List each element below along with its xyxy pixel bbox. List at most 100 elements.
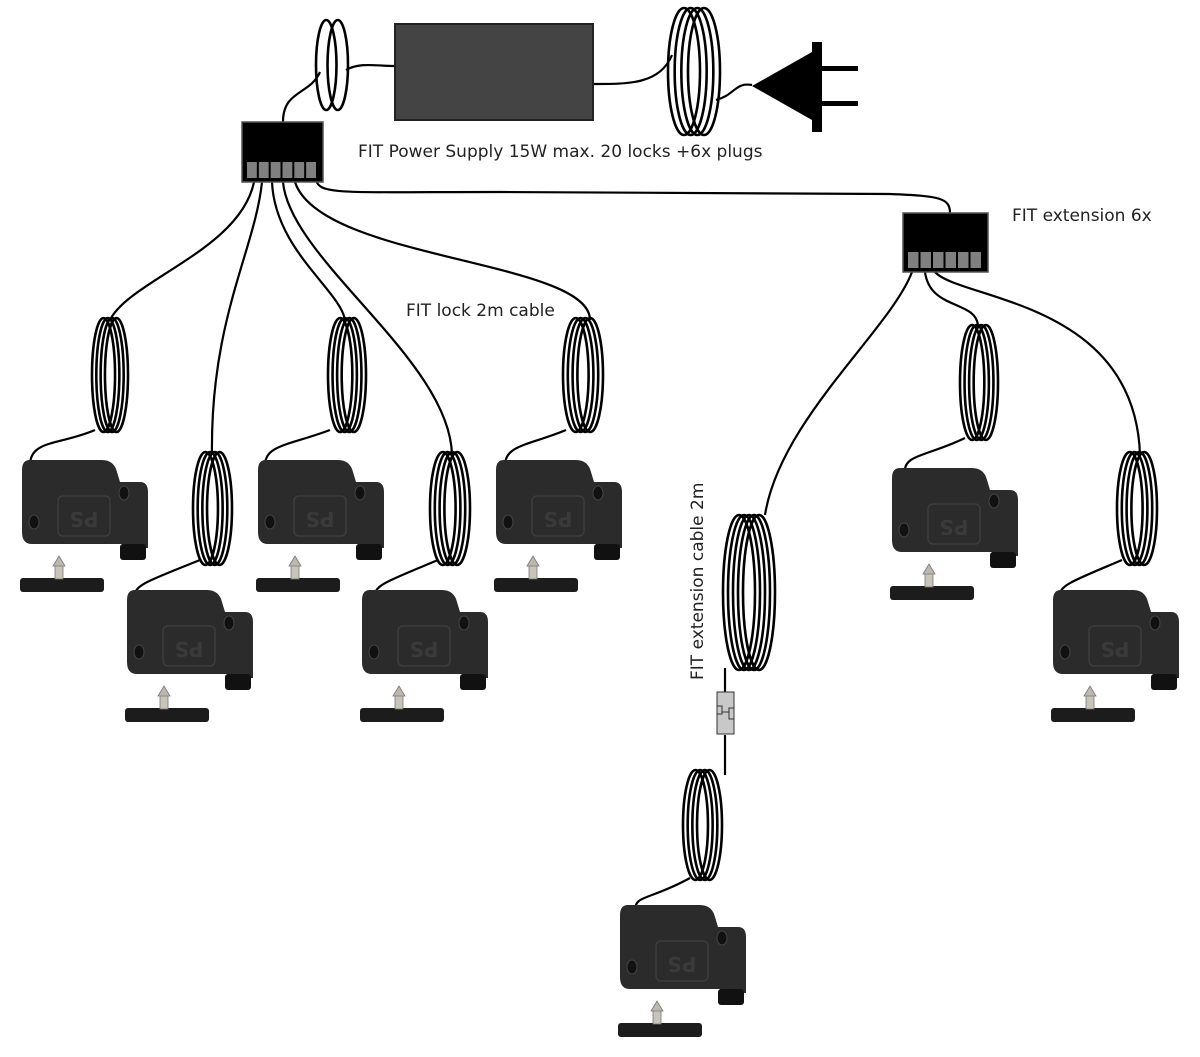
lock-bolt (990, 552, 1016, 568)
cable-coil (428, 450, 472, 567)
cable (133, 558, 201, 596)
coil-loop (958, 323, 986, 442)
lock-led (716, 930, 728, 946)
cable (263, 428, 331, 466)
lock-bolt (356, 544, 382, 560)
coil-loop (99, 316, 125, 434)
cable (934, 271, 1142, 456)
coil-loop (695, 768, 724, 882)
coil-loop (428, 450, 457, 567)
cable (903, 437, 966, 471)
lock-led (354, 485, 366, 501)
lock: PS (494, 460, 622, 592)
hub-port (294, 162, 305, 178)
lock-body (22, 460, 148, 548)
strike-plate (890, 586, 974, 600)
power-supply-hub (241, 121, 324, 183)
coil-loop (201, 450, 229, 567)
coil-loop (561, 316, 590, 434)
coil-loop (103, 316, 130, 434)
lock-led (592, 485, 604, 501)
strike-pin-tip (288, 555, 302, 567)
coil-loop (326, 18, 350, 112)
lock-logo: PS (69, 507, 98, 531)
cable-coil (681, 768, 724, 882)
cable (210, 181, 264, 456)
cable (373, 558, 439, 596)
cable (763, 271, 914, 516)
connector-latch (716, 705, 723, 715)
lock-bolt (718, 989, 744, 1005)
plug-prong (820, 101, 858, 106)
coil-loop (443, 450, 472, 567)
strike-pin-tip (157, 685, 171, 697)
coil-loop (576, 316, 605, 434)
cable-coil (191, 450, 234, 567)
lock: PS (890, 468, 1018, 600)
lock-body (258, 460, 384, 548)
coil-loop (686, 768, 714, 882)
cable (281, 71, 322, 123)
cable (293, 181, 592, 321)
hub-port (945, 252, 956, 268)
lock-body (620, 905, 746, 993)
lock-logo-frame (531, 495, 585, 537)
extension-hub (902, 212, 989, 273)
strike-plate (125, 708, 209, 722)
coil-loop (963, 323, 991, 442)
hub-port (270, 162, 281, 178)
strike-pin-tip (650, 1000, 664, 1012)
lock-bolt (225, 674, 251, 690)
power-supply-unit (394, 23, 594, 121)
lock-led (1059, 644, 1071, 660)
plug-body (752, 42, 822, 132)
extension-connector (716, 691, 735, 735)
cable (345, 63, 396, 71)
cable (270, 181, 347, 321)
cable-coil (721, 513, 777, 672)
coil-loop (196, 450, 224, 567)
hub-port (970, 252, 981, 268)
coil-loop (566, 316, 595, 434)
strike-plate (1051, 708, 1135, 722)
cable-coil (90, 316, 130, 434)
coil-loop (967, 323, 995, 442)
lock-logo: PS (543, 507, 572, 531)
coil-loop (314, 18, 338, 112)
cable (109, 181, 256, 321)
lock: PS (618, 905, 746, 1037)
strike-pin-tip (52, 555, 66, 567)
lock-logo-frame (57, 495, 111, 537)
coil-loop (681, 768, 710, 882)
strike-pin-tip (922, 563, 936, 575)
lock: PS (125, 590, 253, 722)
hub-port (306, 162, 316, 178)
cable (592, 54, 674, 86)
lock-logo: PS (939, 515, 968, 539)
coil-loop (972, 323, 1000, 442)
lock: PS (256, 460, 384, 592)
cable (281, 181, 454, 456)
lock-logo-frame (162, 625, 216, 667)
power-supply-label: FIT Power Supply 15W max. 20 locks +6x p… (358, 142, 763, 162)
lock-logo-frame (655, 940, 709, 982)
coil-loop (433, 450, 462, 567)
coil-loop (736, 513, 772, 672)
lock-led (502, 514, 514, 530)
lock-logo: PS (409, 637, 438, 661)
coil-loop (1130, 450, 1159, 567)
coil-loop (335, 316, 363, 434)
cable (923, 271, 980, 326)
strike-pin-tip (392, 685, 406, 697)
coil-loop (721, 513, 757, 672)
strike-plate (256, 578, 340, 592)
coil-loop (90, 316, 117, 434)
coil-loop (326, 316, 354, 434)
lock-logo: PS (1100, 637, 1129, 661)
coil-loop (340, 316, 368, 434)
lock-led (368, 644, 380, 660)
lock-cable-label: FIT lock 2m cable (406, 301, 555, 321)
lock-bolt (460, 674, 486, 690)
lock-logo-frame (927, 503, 981, 545)
